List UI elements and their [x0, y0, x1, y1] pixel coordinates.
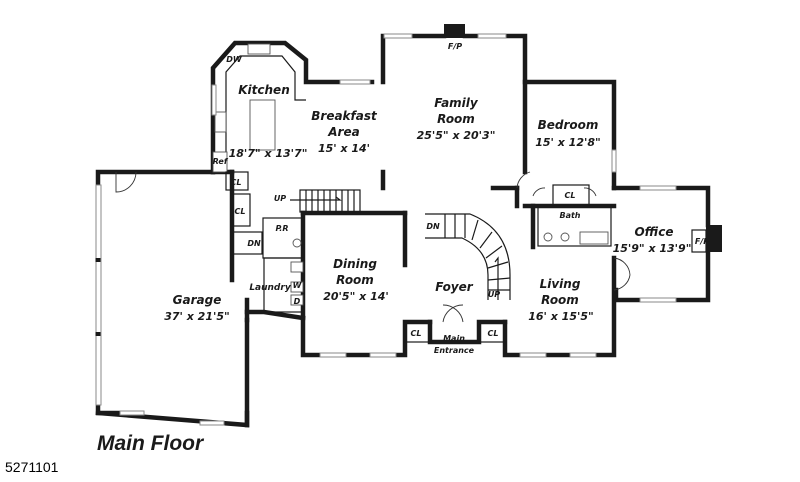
breakfast-name-2: Area — [327, 125, 359, 139]
dining-dims: 20'5" x 14' — [323, 290, 389, 303]
fixture-labels: DW Ref CL CL DN UP P.R W D F/P F/P DN UP… — [213, 42, 710, 338]
office-name: Office — [634, 225, 673, 239]
refrigerator-label: Ref — [213, 157, 229, 166]
kitchen-name: Kitchen — [238, 83, 290, 97]
dining-name-1: Dining — [333, 257, 377, 271]
dining-name-2: Room — [336, 273, 374, 287]
main-entrance-line1: Main — [443, 334, 465, 343]
closet-label-hall: CL — [235, 207, 246, 216]
fireplace-label-office: F/P — [695, 237, 709, 246]
bedroom-name: Bedroom — [538, 118, 599, 132]
family-name-1: Family — [434, 96, 479, 110]
fireplace-label-family: F/P — [448, 42, 462, 51]
bath-name: Bath — [559, 211, 580, 220]
living-name-2: Room — [541, 293, 579, 307]
closet-label-bedroom: CL — [565, 191, 576, 200]
breakfast-dims: 15' x 14' — [318, 142, 370, 155]
family-dims: 25'5" x 20'3" — [417, 129, 496, 142]
room-labels: Kitchen 18'7" x 13'7" Breakfast Area 15'… — [164, 83, 691, 355]
listing-id: 5271101 — [5, 459, 59, 475]
living-name-1: Living — [540, 277, 581, 291]
windows — [95, 33, 677, 426]
closet-label-foyer-right: CL — [488, 329, 499, 338]
office-dims: 15'9" x 13'9" — [613, 242, 692, 255]
dryer-label: D — [294, 297, 301, 306]
stairs-up — [290, 189, 361, 213]
dishwasher-label: DW — [226, 55, 243, 64]
closet-label-foyer-left: CL — [411, 329, 422, 338]
foyer-stairs — [425, 213, 511, 300]
up-label-back-stairs: UP — [274, 194, 286, 203]
interior-details — [212, 43, 707, 343]
washer-label: W — [293, 281, 303, 290]
exterior-walls — [95, 24, 722, 428]
kitchen-dims: 18'7" x 13'7" — [229, 147, 308, 160]
laundry-name: Laundry — [249, 283, 292, 293]
down-label-basement: DN — [247, 239, 261, 248]
living-dims: 16' x 15'5" — [528, 310, 594, 323]
closet-label-kitchen: CL — [231, 178, 242, 187]
breakfast-name-1: Breakfast — [311, 109, 378, 123]
doors — [115, 171, 631, 323]
garage-name: Garage — [173, 293, 222, 307]
foyer-name: Foyer — [435, 280, 473, 294]
main-entrance-line2: Entrance — [434, 346, 475, 355]
family-name-2: Room — [437, 112, 475, 126]
bedroom-dims: 15' x 12'8" — [535, 136, 601, 149]
garage-dims: 37' x 21'5" — [164, 310, 230, 323]
up-label-foyer: UP — [488, 290, 500, 299]
plan-title: Main Floor — [97, 432, 204, 455]
down-label-foyer: DN — [426, 222, 440, 231]
powder-room-label: P.R — [276, 224, 289, 233]
